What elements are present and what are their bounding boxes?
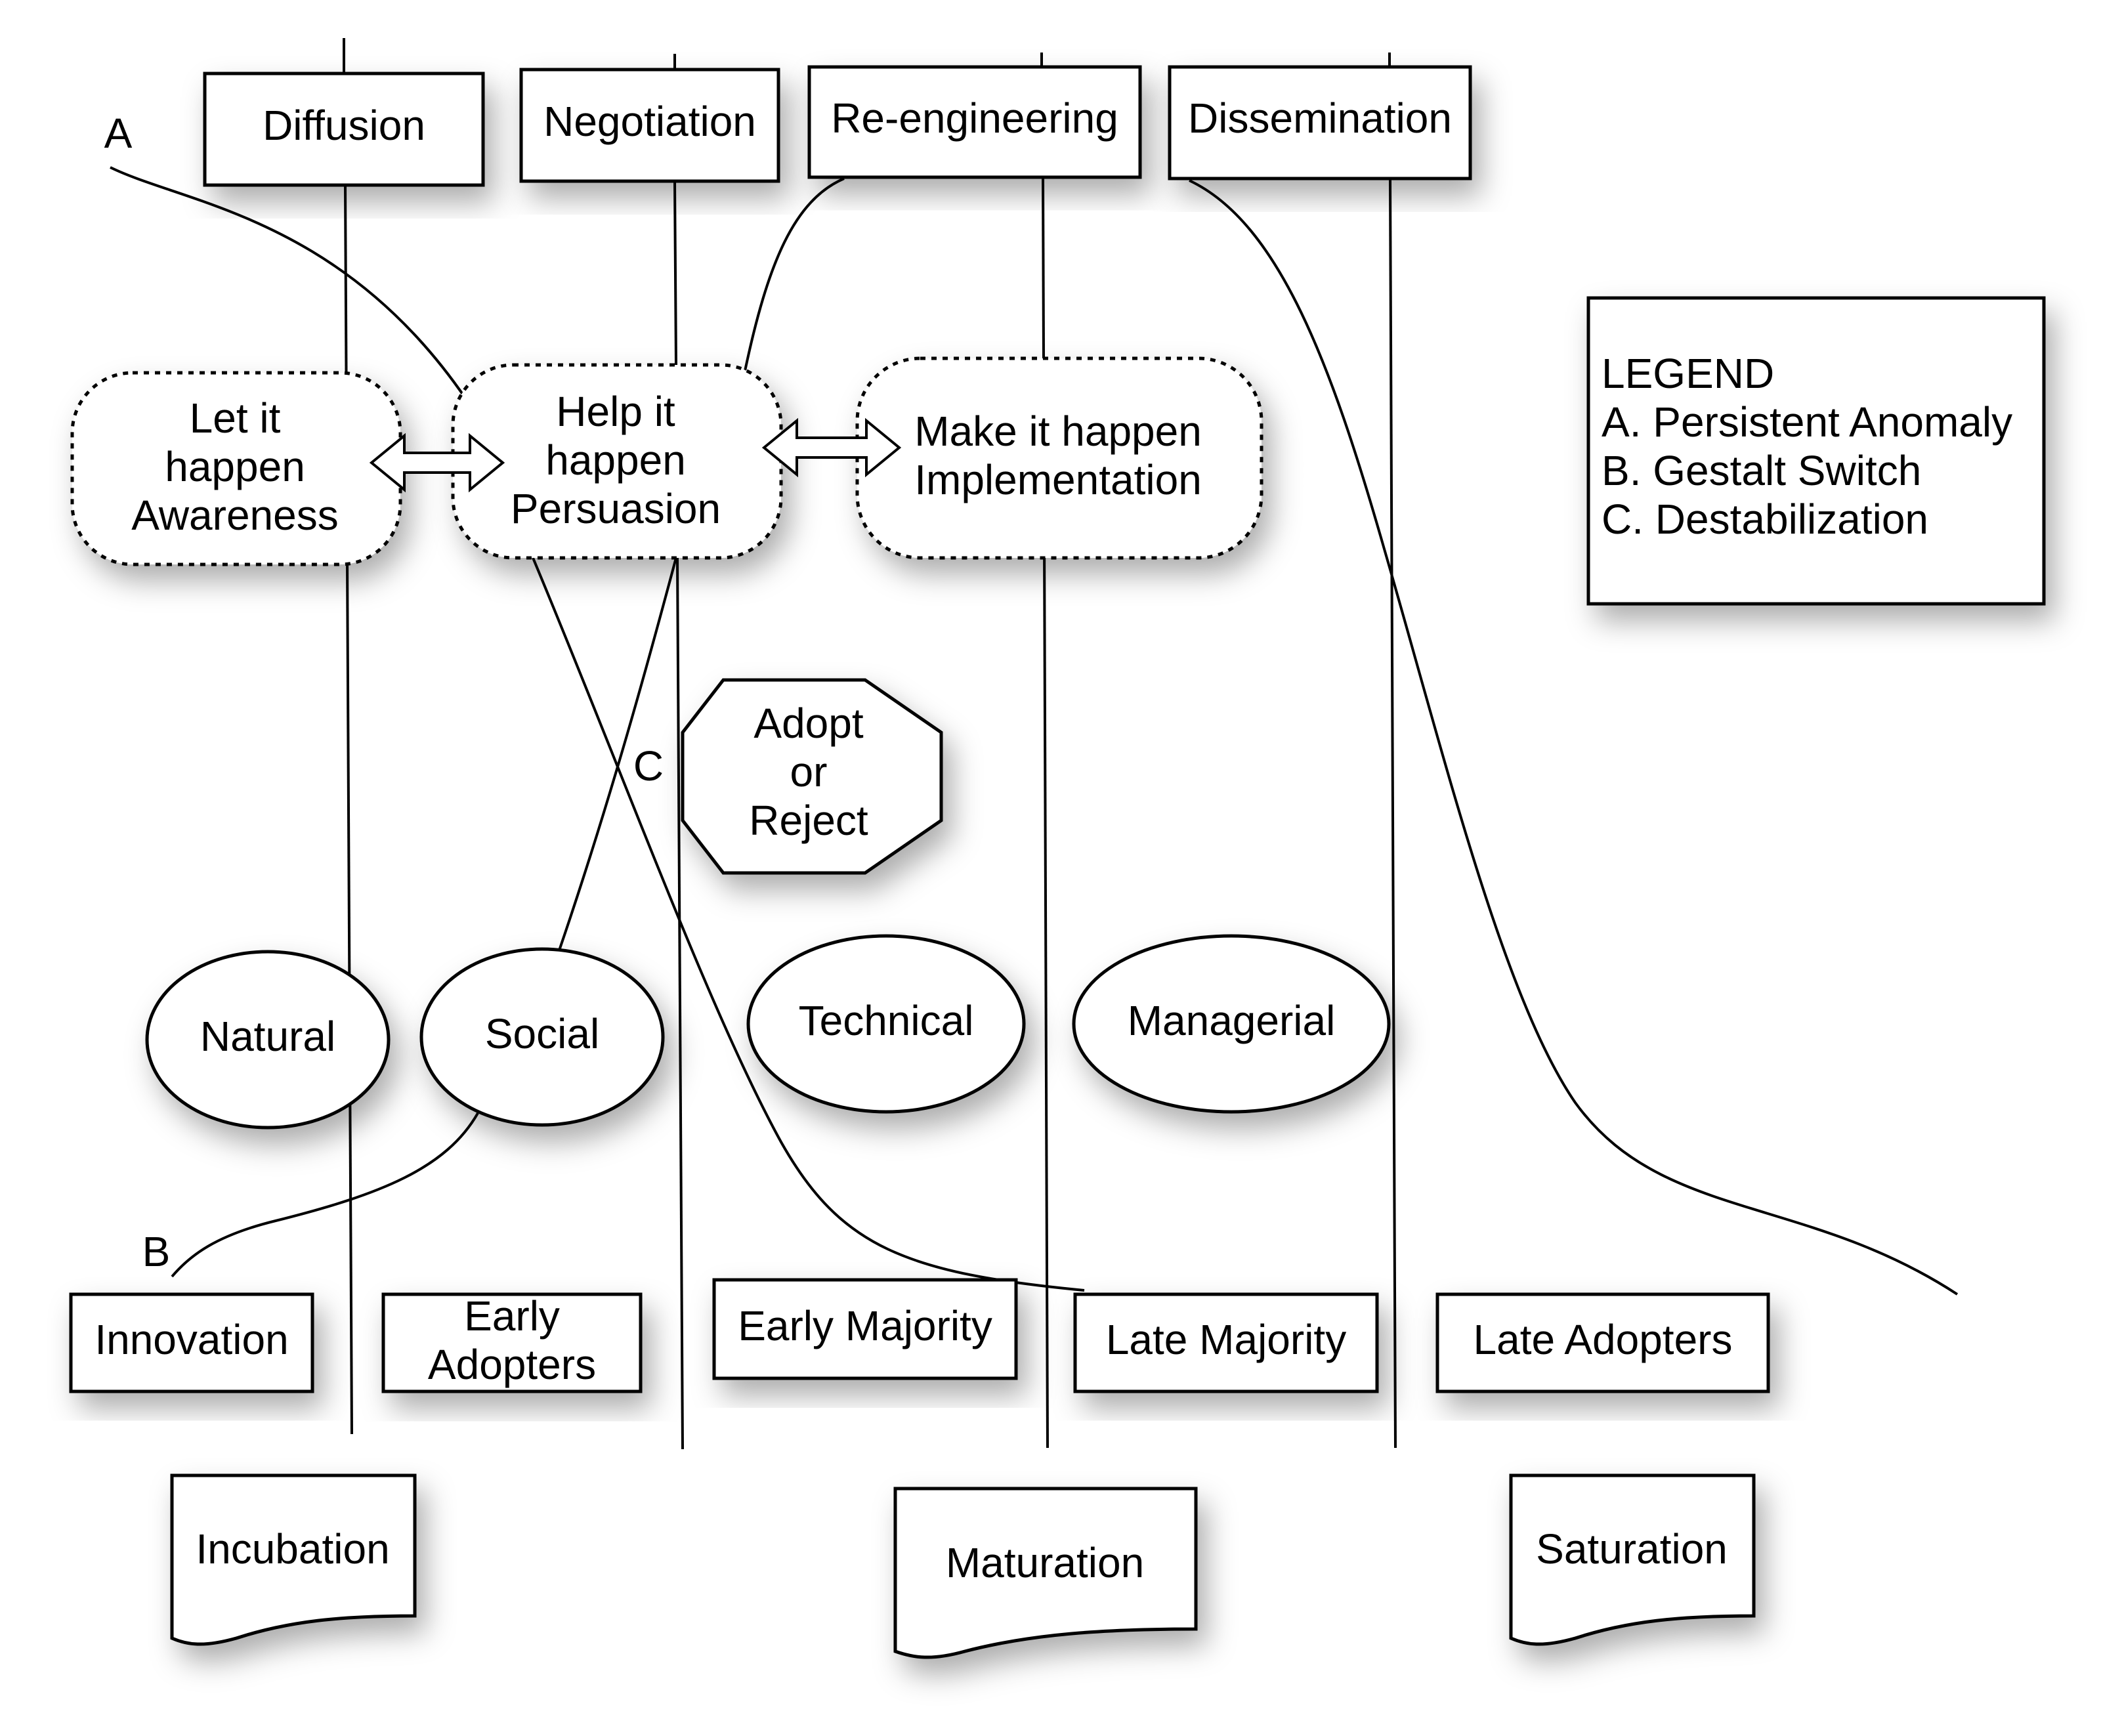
phase-label-dissemination: Dissemination — [1188, 95, 1452, 142]
category-early-majority-line-1: Early Majority — [738, 1302, 992, 1349]
category-late-adopters-shape — [1435, 1292, 1770, 1393]
curve-a-persistent-anomaly — [110, 166, 467, 400]
lifecycle-label-saturation: Saturation — [1536, 1525, 1728, 1573]
curve-c-destabilization — [532, 557, 1085, 1292]
domain-natural: Natural — [145, 950, 391, 1130]
phase-box-negotiation-shape — [519, 68, 780, 183]
legend-item-b: B. Gestalt Switch — [1602, 447, 1921, 494]
legend-box — [1586, 296, 2046, 606]
lifecycle-label-incubation: Incubation — [196, 1525, 389, 1573]
connector-negotiation-to-persuasion — [673, 180, 677, 366]
curve-label-c: C — [633, 742, 664, 790]
stage-let-it-happen: Let it happen Awareness — [70, 371, 402, 566]
category-early-majority: Early Majority — [712, 1278, 1018, 1380]
decision-line-1: Adopt — [753, 700, 863, 747]
curve-label-b: B — [142, 1228, 171, 1275]
stage-help-it-happen: Help it happen Persuasion — [451, 363, 783, 560]
curve-persuasion-to-social — [558, 557, 677, 951]
phase-box-negotiation: Negotiation — [519, 68, 780, 183]
decision-line-2: or — [790, 748, 828, 795]
lifecycle-label-maturation: Maturation — [946, 1539, 1144, 1586]
category-early-majority-shape — [712, 1278, 1018, 1380]
stage-make-it-happen: Make it happen Implementation — [855, 356, 1263, 560]
lifecycle-maturation-shape — [893, 1487, 1198, 1659]
curve-dissemination-decline — [1189, 179, 1959, 1296]
stage-let-it-happen-line-1: Let it — [190, 394, 281, 442]
domain-social: Social — [419, 947, 665, 1127]
lifecycle-saturation-shape — [1509, 1473, 1756, 1646]
legend: LEGEND A. Persistent Anomaly B. Gestalt … — [1586, 296, 2046, 606]
category-late-majority-shape — [1073, 1292, 1379, 1393]
stage-let-it-happen-line-2: happen — [165, 443, 305, 490]
domain-managerial: Managerial — [1072, 934, 1391, 1114]
category-innovation: Innovation — [69, 1292, 314, 1393]
double-arrow-awareness-persuasion — [369, 433, 505, 493]
decision-line-3: Reject — [749, 797, 868, 844]
phase-label-reengineering: Re-engineering — [831, 95, 1118, 142]
phase-box-reengineering: Re-engineering — [807, 65, 1142, 179]
phase-box-diffusion: Diffusion — [203, 72, 485, 187]
curve-b-gestalt-switch — [171, 1112, 479, 1278]
domain-label-managerial: Managerial — [1128, 997, 1336, 1044]
category-early-adopters: Early Adopters — [381, 1292, 643, 1393]
category-late-adopters: Late Adopters — [1435, 1292, 1770, 1393]
category-innovation-line-1: Innovation — [95, 1316, 288, 1363]
connector-dissemination-column — [1389, 178, 1397, 1449]
stage-make-it-happen-line-2: Implementation — [914, 456, 1202, 503]
lifecycle-saturation: Saturation — [1509, 1473, 1756, 1646]
domain-label-technical: Technical — [799, 997, 974, 1044]
phase-box-reengineering-shape — [807, 65, 1142, 179]
lifecycle-incubation-shape — [170, 1473, 417, 1646]
domain-social-shape — [419, 947, 665, 1127]
stage-help-it-happen-line-2: happen — [545, 436, 686, 484]
legend-item-a: A. Persistent Anomaly — [1602, 398, 2012, 446]
category-early-adopters-line-2: Adopters — [428, 1341, 596, 1388]
stage-help-it-happen-line-3: Persuasion — [511, 485, 721, 532]
category-early-adopters-line-1: Early — [464, 1292, 560, 1340]
phase-box-diffusion-shape — [203, 72, 485, 187]
stage-make-it-happen-line-1: Make it happen — [914, 408, 1202, 455]
lifecycle-maturation: Maturation — [893, 1487, 1198, 1659]
decision-octagon: Adopt or Reject — [681, 678, 943, 875]
domain-natural-shape — [145, 950, 391, 1130]
stage-let-it-happen-line-3: Awareness — [131, 492, 338, 539]
phase-label-diffusion: Diffusion — [263, 102, 425, 149]
domain-label-social: Social — [485, 1010, 599, 1057]
curves — [110, 166, 1959, 1296]
domain-technical-shape — [746, 934, 1026, 1114]
category-early-adopters-shape — [381, 1292, 643, 1393]
domain-technical: Technical — [746, 934, 1026, 1114]
phase-label-negotiation: Negotiation — [543, 98, 756, 145]
category-late-adopters-line-1: Late Adopters — [1474, 1316, 1733, 1363]
domain-managerial-shape — [1072, 934, 1391, 1114]
curve-label-a: A — [104, 110, 133, 157]
phase-box-dissemination: Dissemination — [1168, 65, 1472, 180]
curve-reengineering-to-persuasion — [744, 177, 845, 371]
phase-box-dissemination-shape — [1168, 65, 1472, 180]
stage-help-it-happen-line-1: Help it — [556, 388, 675, 435]
legend-item-c: C. Destabilization — [1602, 496, 1928, 543]
domain-label-natural: Natural — [200, 1013, 335, 1060]
connector-persuasion-column — [676, 557, 684, 1450]
connector-diffusion-column — [344, 183, 353, 1435]
category-innovation-shape — [69, 1292, 314, 1393]
lifecycle-incubation: Incubation — [170, 1473, 417, 1646]
legend-title: LEGEND — [1602, 350, 1774, 397]
category-late-majority-line-1: Late Majority — [1106, 1316, 1346, 1363]
category-late-majority: Late Majority — [1073, 1292, 1379, 1393]
decision-octagon-shape — [681, 678, 943, 875]
double-arrow-persuasion-implementation — [761, 417, 902, 478]
